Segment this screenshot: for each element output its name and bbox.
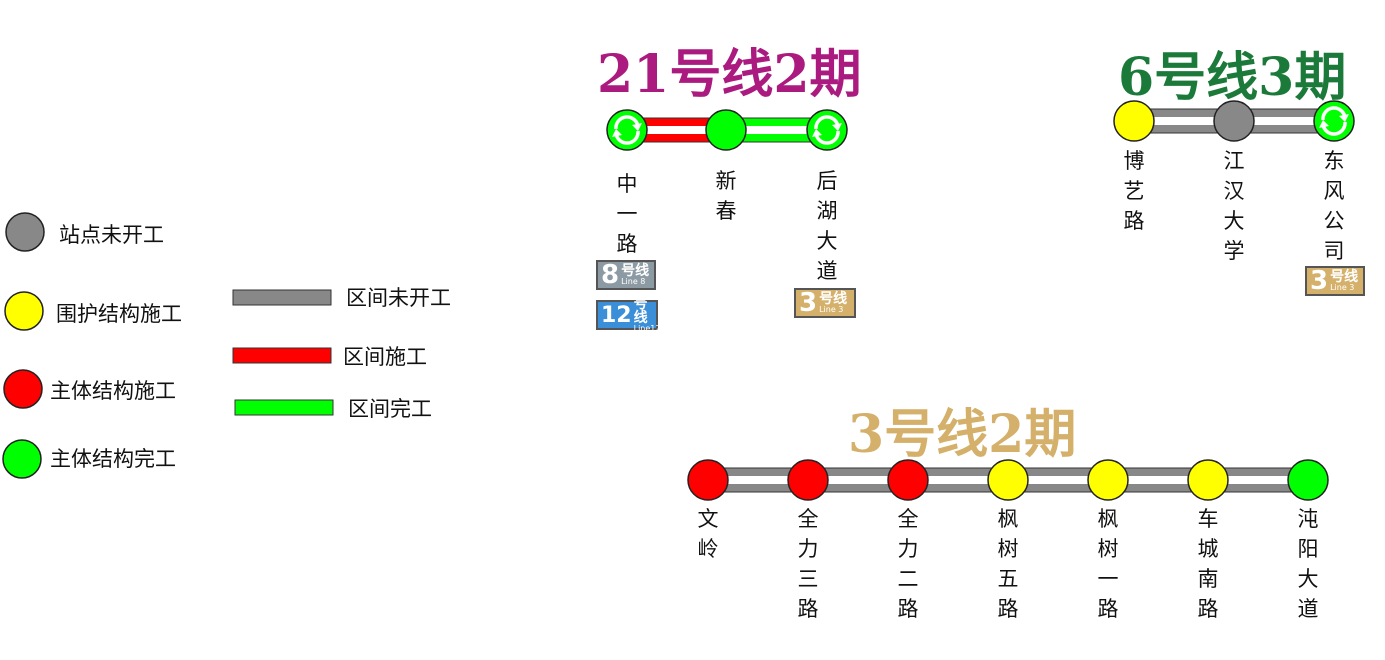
line-2-station-0 bbox=[687, 459, 729, 501]
badge-line-cn: 号线 bbox=[633, 296, 648, 326]
badge-line-cn: 号线 bbox=[819, 291, 848, 307]
badge-line-cn: 号线 bbox=[621, 263, 650, 279]
line-2-station-label-6: 沌 阳 大 道 bbox=[1297, 507, 1319, 621]
badge-line-en: Line 3 bbox=[819, 305, 844, 314]
line-2-station-6 bbox=[1287, 459, 1329, 501]
badge-line-en: Line12 bbox=[633, 324, 661, 333]
line-0-station-label-1: 新 春 bbox=[715, 169, 737, 223]
legend-station-icon-2 bbox=[3, 369, 43, 409]
line-2-station-label-4: 枫 树 一 路 bbox=[1097, 507, 1119, 621]
legend-section-icon-2 bbox=[234, 399, 334, 416]
line-2-section-gap-2 bbox=[908, 476, 1008, 484]
line-1-station-label-0: 博 艺 路 bbox=[1123, 149, 1145, 233]
legend-station-label-1: 围护结构施工 bbox=[56, 302, 182, 326]
legend-station-label-2: 主体结构施工 bbox=[50, 379, 176, 403]
line-2-station-5 bbox=[1187, 459, 1229, 501]
line-2-station-1 bbox=[787, 459, 829, 501]
line-2-station-label-2: 全 力 二 路 bbox=[897, 507, 919, 621]
line-2-station-label-1: 全 力 三 路 bbox=[797, 507, 819, 621]
legend-section-label-0: 区间未开工 bbox=[346, 286, 451, 310]
legend-section-icon-1 bbox=[232, 347, 332, 364]
line-2-station-label-0: 文 岭 bbox=[697, 507, 719, 561]
line-1-station-label-2: 东 风 公 司 bbox=[1323, 149, 1345, 263]
badge-line-number: 3 bbox=[1310, 266, 1329, 296]
badge-line-number: 3 bbox=[799, 288, 818, 318]
line-1-station-0 bbox=[1113, 100, 1155, 142]
line-2-section-gap-0 bbox=[708, 476, 808, 484]
line-1-section-gap-0 bbox=[1134, 117, 1234, 125]
legend-section-label-2: 区间完工 bbox=[348, 397, 432, 421]
legend-station-icon-1 bbox=[4, 291, 44, 331]
line-2-station-4 bbox=[1087, 459, 1129, 501]
line-2-section-gap-3 bbox=[1008, 476, 1108, 484]
badge-line-cn: 号线 bbox=[1330, 269, 1359, 285]
line-2-section-gap-5 bbox=[1208, 476, 1308, 484]
line-2-station-label-3: 枫 树 五 路 bbox=[997, 507, 1019, 621]
badge-line-en: Line 3 bbox=[1330, 283, 1355, 292]
line-2-station-3 bbox=[987, 459, 1029, 501]
line-title-3: 3号线2期 bbox=[848, 404, 1077, 465]
line-title-21: 21号线2期 bbox=[597, 44, 862, 105]
badge-line-number: 12 bbox=[601, 302, 632, 328]
line-0-station-label-0: 中 一 路 bbox=[616, 172, 638, 256]
line-0-section-gap-1 bbox=[726, 126, 827, 134]
line-0-section-gap-0 bbox=[627, 126, 726, 134]
line-1-section-gap-1 bbox=[1234, 117, 1334, 125]
line-0-transfer-icon-0 bbox=[612, 115, 642, 145]
legend-section-label-1: 区间施工 bbox=[343, 345, 427, 369]
line-0-station-1 bbox=[705, 109, 747, 151]
line-title-6: 6号线3期 bbox=[1118, 47, 1347, 108]
line-0-transfer-icon-2 bbox=[812, 115, 842, 145]
badge-line-number: 8 bbox=[601, 260, 620, 290]
line-0-station-label-2: 后 湖 大 道 bbox=[816, 169, 838, 283]
line-2-station-2 bbox=[887, 459, 929, 501]
legend-station-icon-3 bbox=[2, 439, 42, 479]
line-2-section-gap-1 bbox=[808, 476, 908, 484]
line-2-section-gap-4 bbox=[1108, 476, 1208, 484]
badge-line-en: Line 8 bbox=[621, 277, 646, 286]
legend-station-label-3: 主体结构完工 bbox=[50, 447, 176, 471]
legend-station-label-0: 站点未开工 bbox=[59, 223, 164, 247]
line-1-transfer-icon-2 bbox=[1319, 106, 1349, 136]
line-2-station-label-5: 车 城 南 路 bbox=[1197, 507, 1219, 621]
legend-section-icon-0 bbox=[232, 289, 332, 306]
line-1-station-1 bbox=[1213, 100, 1255, 142]
legend-station-icon-0 bbox=[5, 212, 45, 252]
line-1-station-label-1: 江 汉 大 学 bbox=[1223, 149, 1245, 263]
